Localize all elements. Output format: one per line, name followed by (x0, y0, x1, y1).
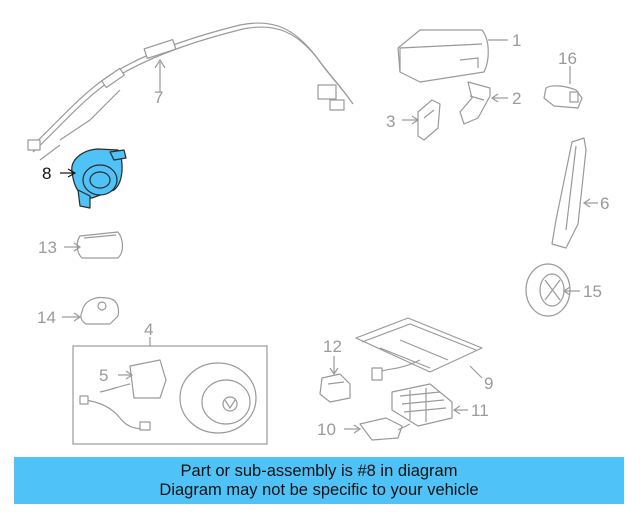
part-number-15[interactable]: 15 (583, 282, 602, 301)
part-number-12[interactable]: 12 (323, 337, 342, 356)
part-4-box (72, 345, 268, 445)
part-number-10[interactable]: 10 (317, 420, 336, 439)
part-14 (80, 296, 120, 325)
part-10 (359, 417, 411, 441)
part-15 (525, 263, 571, 317)
part-5-harness (79, 359, 167, 431)
part-number-8[interactable]: 8 (42, 164, 51, 183)
part-number-16[interactable]: 16 (558, 49, 577, 68)
part-7-wiring-harness (27, 22, 354, 161)
part-number-9[interactable]: 9 (484, 374, 493, 393)
info-banner: Part or sub-assembly is #8 in diagram Di… (14, 457, 624, 504)
part-1 (397, 29, 489, 83)
part-11 (391, 383, 453, 427)
part-16 (543, 85, 583, 109)
part-number-4[interactable]: 4 (144, 320, 153, 339)
part-number-7[interactable]: 7 (154, 88, 163, 107)
part-number-5[interactable]: 5 (99, 366, 108, 385)
part-number-14[interactable]: 14 (37, 308, 56, 327)
part-number-3[interactable]: 3 (386, 112, 395, 131)
banner-line-1: Part or sub-assembly is #8 in diagram (180, 461, 458, 480)
airbag-module (179, 362, 257, 434)
part-9-seat-mat (355, 317, 483, 381)
part-number-1[interactable]: 1 (512, 31, 521, 50)
part-3 (417, 99, 441, 141)
part-number-2[interactable]: 2 (512, 89, 521, 108)
part-12 (319, 373, 351, 403)
arrow-8 (67, 168, 77, 178)
part-2 (459, 81, 491, 125)
part-6 (551, 137, 587, 249)
banner-line-2: Diagram may not be specific to your vehi… (159, 480, 479, 499)
part-number-6[interactable]: 6 (600, 194, 609, 213)
part-8-clock-spring[interactable] (71, 148, 127, 209)
part-13 (76, 231, 124, 259)
parts-diagram: 7 8 13 14 4 5 (27, 22, 609, 445)
part-number-13[interactable]: 13 (38, 238, 57, 257)
part-number-11[interactable]: 11 (471, 401, 489, 420)
